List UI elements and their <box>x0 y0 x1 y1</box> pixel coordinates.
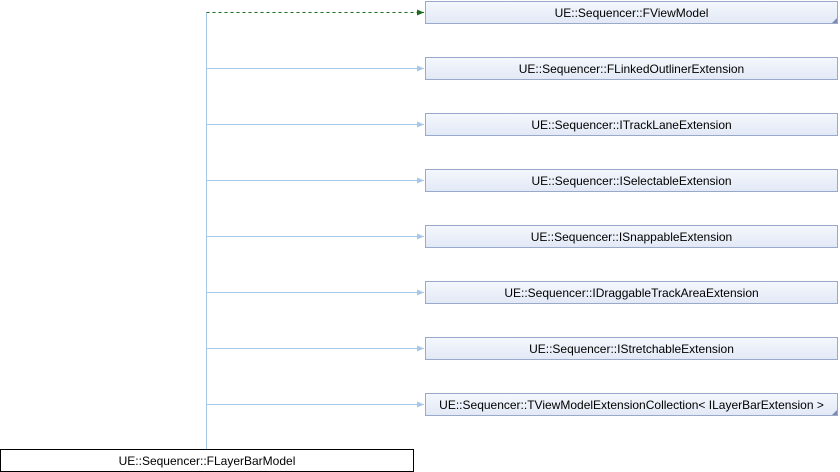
base-class-label: UE::Sequencer::ITrackLaneExtension <box>531 117 732 132</box>
base-class-label: UE::Sequencer::ISelectableExtension <box>531 173 732 188</box>
base-class-label: UE::Sequencer::FLinkedOutlinerExtension <box>518 61 745 76</box>
derived-class-node[interactable]: UE::Sequencer::FLayerBarModel <box>0 449 414 472</box>
base-class-node[interactable]: UE::Sequencer::IDraggableTrackAreaExtens… <box>425 281 838 304</box>
base-class-node[interactable]: UE::Sequencer::ITrackLaneExtension <box>425 113 838 136</box>
base-class-label: UE::Sequencer::IStretchableExtension <box>529 341 734 356</box>
derived-class-label: UE::Sequencer::FLayerBarModel <box>118 453 296 468</box>
base-class-node[interactable]: UE::Sequencer::IStretchableExtension <box>425 337 838 360</box>
base-class-node[interactable]: UE::Sequencer::FLinkedOutlinerExtension <box>425 57 838 80</box>
base-class-label: UE::Sequencer::TViewModelExtensionCollec… <box>439 397 824 412</box>
base-class-label: UE::Sequencer::ISnappableExtension <box>530 229 733 244</box>
base-class-label: UE::Sequencer::FViewModel <box>554 5 709 20</box>
base-class-label: UE::Sequencer::IDraggableTrackAreaExtens… <box>504 285 759 300</box>
base-class-node[interactable]: UE::Sequencer::FViewModel <box>425 1 838 24</box>
base-class-node[interactable]: UE::Sequencer::ISnappableExtension <box>425 225 838 248</box>
base-class-node[interactable]: UE::Sequencer::TViewModelExtensionCollec… <box>425 393 838 416</box>
base-class-node[interactable]: UE::Sequencer::ISelectableExtension <box>425 169 838 192</box>
